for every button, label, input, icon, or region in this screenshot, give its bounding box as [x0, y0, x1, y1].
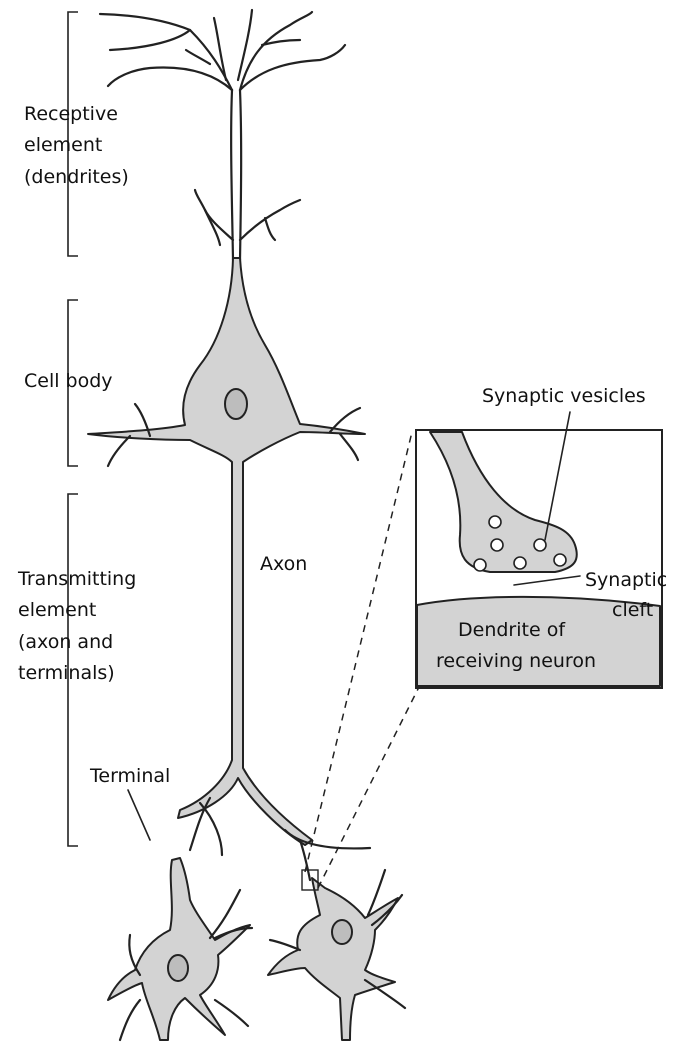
dendrites — [100, 10, 345, 260]
transmitting-label-line4: terminals) — [18, 662, 115, 684]
terminal-label: Terminal — [89, 765, 170, 787]
vesicle — [489, 516, 501, 528]
synaptic-vesicles-label: Synaptic vesicles — [482, 385, 646, 407]
vesicle — [534, 539, 546, 551]
vesicle — [491, 539, 503, 551]
zoom-line-bottom — [318, 685, 420, 888]
cell-body-label: Cell body — [24, 370, 113, 392]
cell-body — [88, 258, 365, 845]
transmitting-label-line2: element — [18, 599, 96, 621]
axon-label: Axon — [260, 553, 307, 575]
dendrite-receiving-label-line1: Dendrite of — [458, 619, 566, 641]
synaptic-cleft-label-line1: Synaptic — [585, 569, 667, 591]
receptive-label-line2: element — [24, 134, 102, 156]
vesicle — [474, 559, 486, 571]
right-receiving-nucleus — [332, 920, 352, 944]
receptive-label-line1: Receptive — [24, 103, 118, 125]
terminal-pointer-line — [128, 790, 150, 840]
main-nucleus — [225, 389, 247, 419]
vesicle — [514, 557, 526, 569]
transmitting-label-line1: Transmitting — [17, 568, 136, 590]
dendrite-receiving-label-line2: receiving neuron — [436, 650, 596, 672]
synaptic-cleft-label-line2: cleft — [612, 599, 653, 621]
vesicle — [554, 554, 566, 566]
transmitting-label-line3: (axon and — [18, 631, 113, 653]
receiving-neuron-right — [268, 878, 398, 1040]
receptive-label-line3: (dendrites) — [24, 166, 129, 188]
left-receiving-nucleus — [168, 955, 188, 981]
